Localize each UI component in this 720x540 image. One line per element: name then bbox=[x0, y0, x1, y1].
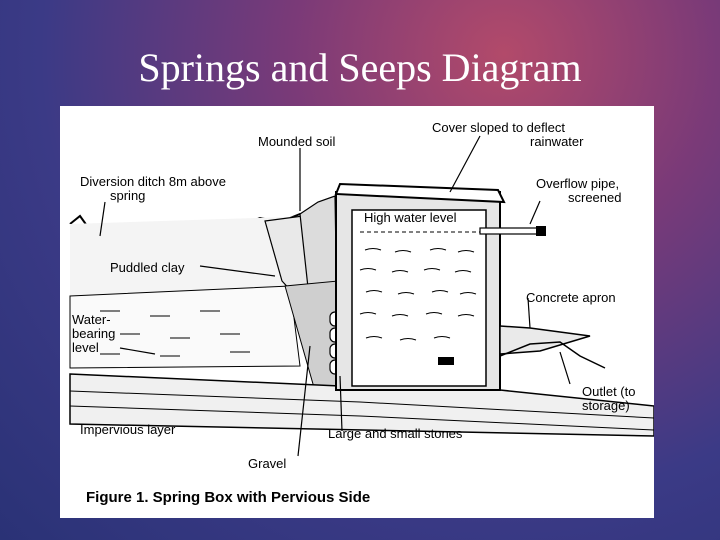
label-outlet-line2: storage) bbox=[582, 398, 630, 413]
label-gravel: Gravel bbox=[248, 456, 286, 471]
label-outlet-line1: Outlet (to bbox=[582, 384, 635, 399]
overflow-screen bbox=[536, 226, 546, 236]
water-waves bbox=[359, 231, 480, 341]
label-mounded-soil: Mounded soil bbox=[258, 134, 335, 149]
label-concrete-apron: Concrete apron bbox=[526, 290, 616, 305]
label-diversion-line2: spring bbox=[110, 188, 145, 203]
label-overflow-line2: screened bbox=[568, 190, 621, 205]
label-water-line2: bearing bbox=[72, 326, 115, 341]
label-overflow-line1: Overflow pipe, bbox=[536, 176, 619, 191]
label-cover-line2: rainwater bbox=[530, 134, 584, 149]
water-bearing-dashes bbox=[100, 310, 250, 357]
spring-box-cover bbox=[334, 182, 506, 204]
slide-title: Springs and Seeps Diagram bbox=[138, 45, 582, 90]
label-impervious: Impervious layer bbox=[80, 422, 176, 437]
figure-caption: Figure 1. Spring Box with Pervious Side bbox=[86, 489, 370, 506]
impervious-lines bbox=[69, 390, 654, 431]
label-water-line3: level bbox=[72, 340, 99, 355]
spring-box-interior bbox=[351, 209, 487, 387]
label-diversion-line1: Diversion ditch 8m above bbox=[80, 174, 226, 189]
spring-box-figure: Mounded soil Cover sloped to deflect rai… bbox=[60, 106, 654, 518]
label-cover-line1: Cover sloped to deflect bbox=[432, 120, 565, 135]
label-water-line1: Water- bbox=[72, 312, 111, 327]
soil-layer bbox=[70, 216, 330, 296]
label-puddled-clay: Puddled clay bbox=[110, 260, 185, 275]
water-bearing-layer bbox=[69, 285, 301, 369]
label-stones: Large and small stones bbox=[328, 426, 463, 441]
leader-lines bbox=[99, 135, 571, 457]
label-high-water: High water level bbox=[364, 210, 457, 225]
ground-right bbox=[499, 341, 606, 369]
overflow-pipe bbox=[479, 227, 541, 235]
outlet-pipe bbox=[438, 357, 454, 365]
spring-box-diagram: Mounded soil Cover sloped to deflect rai… bbox=[69, 120, 654, 506]
